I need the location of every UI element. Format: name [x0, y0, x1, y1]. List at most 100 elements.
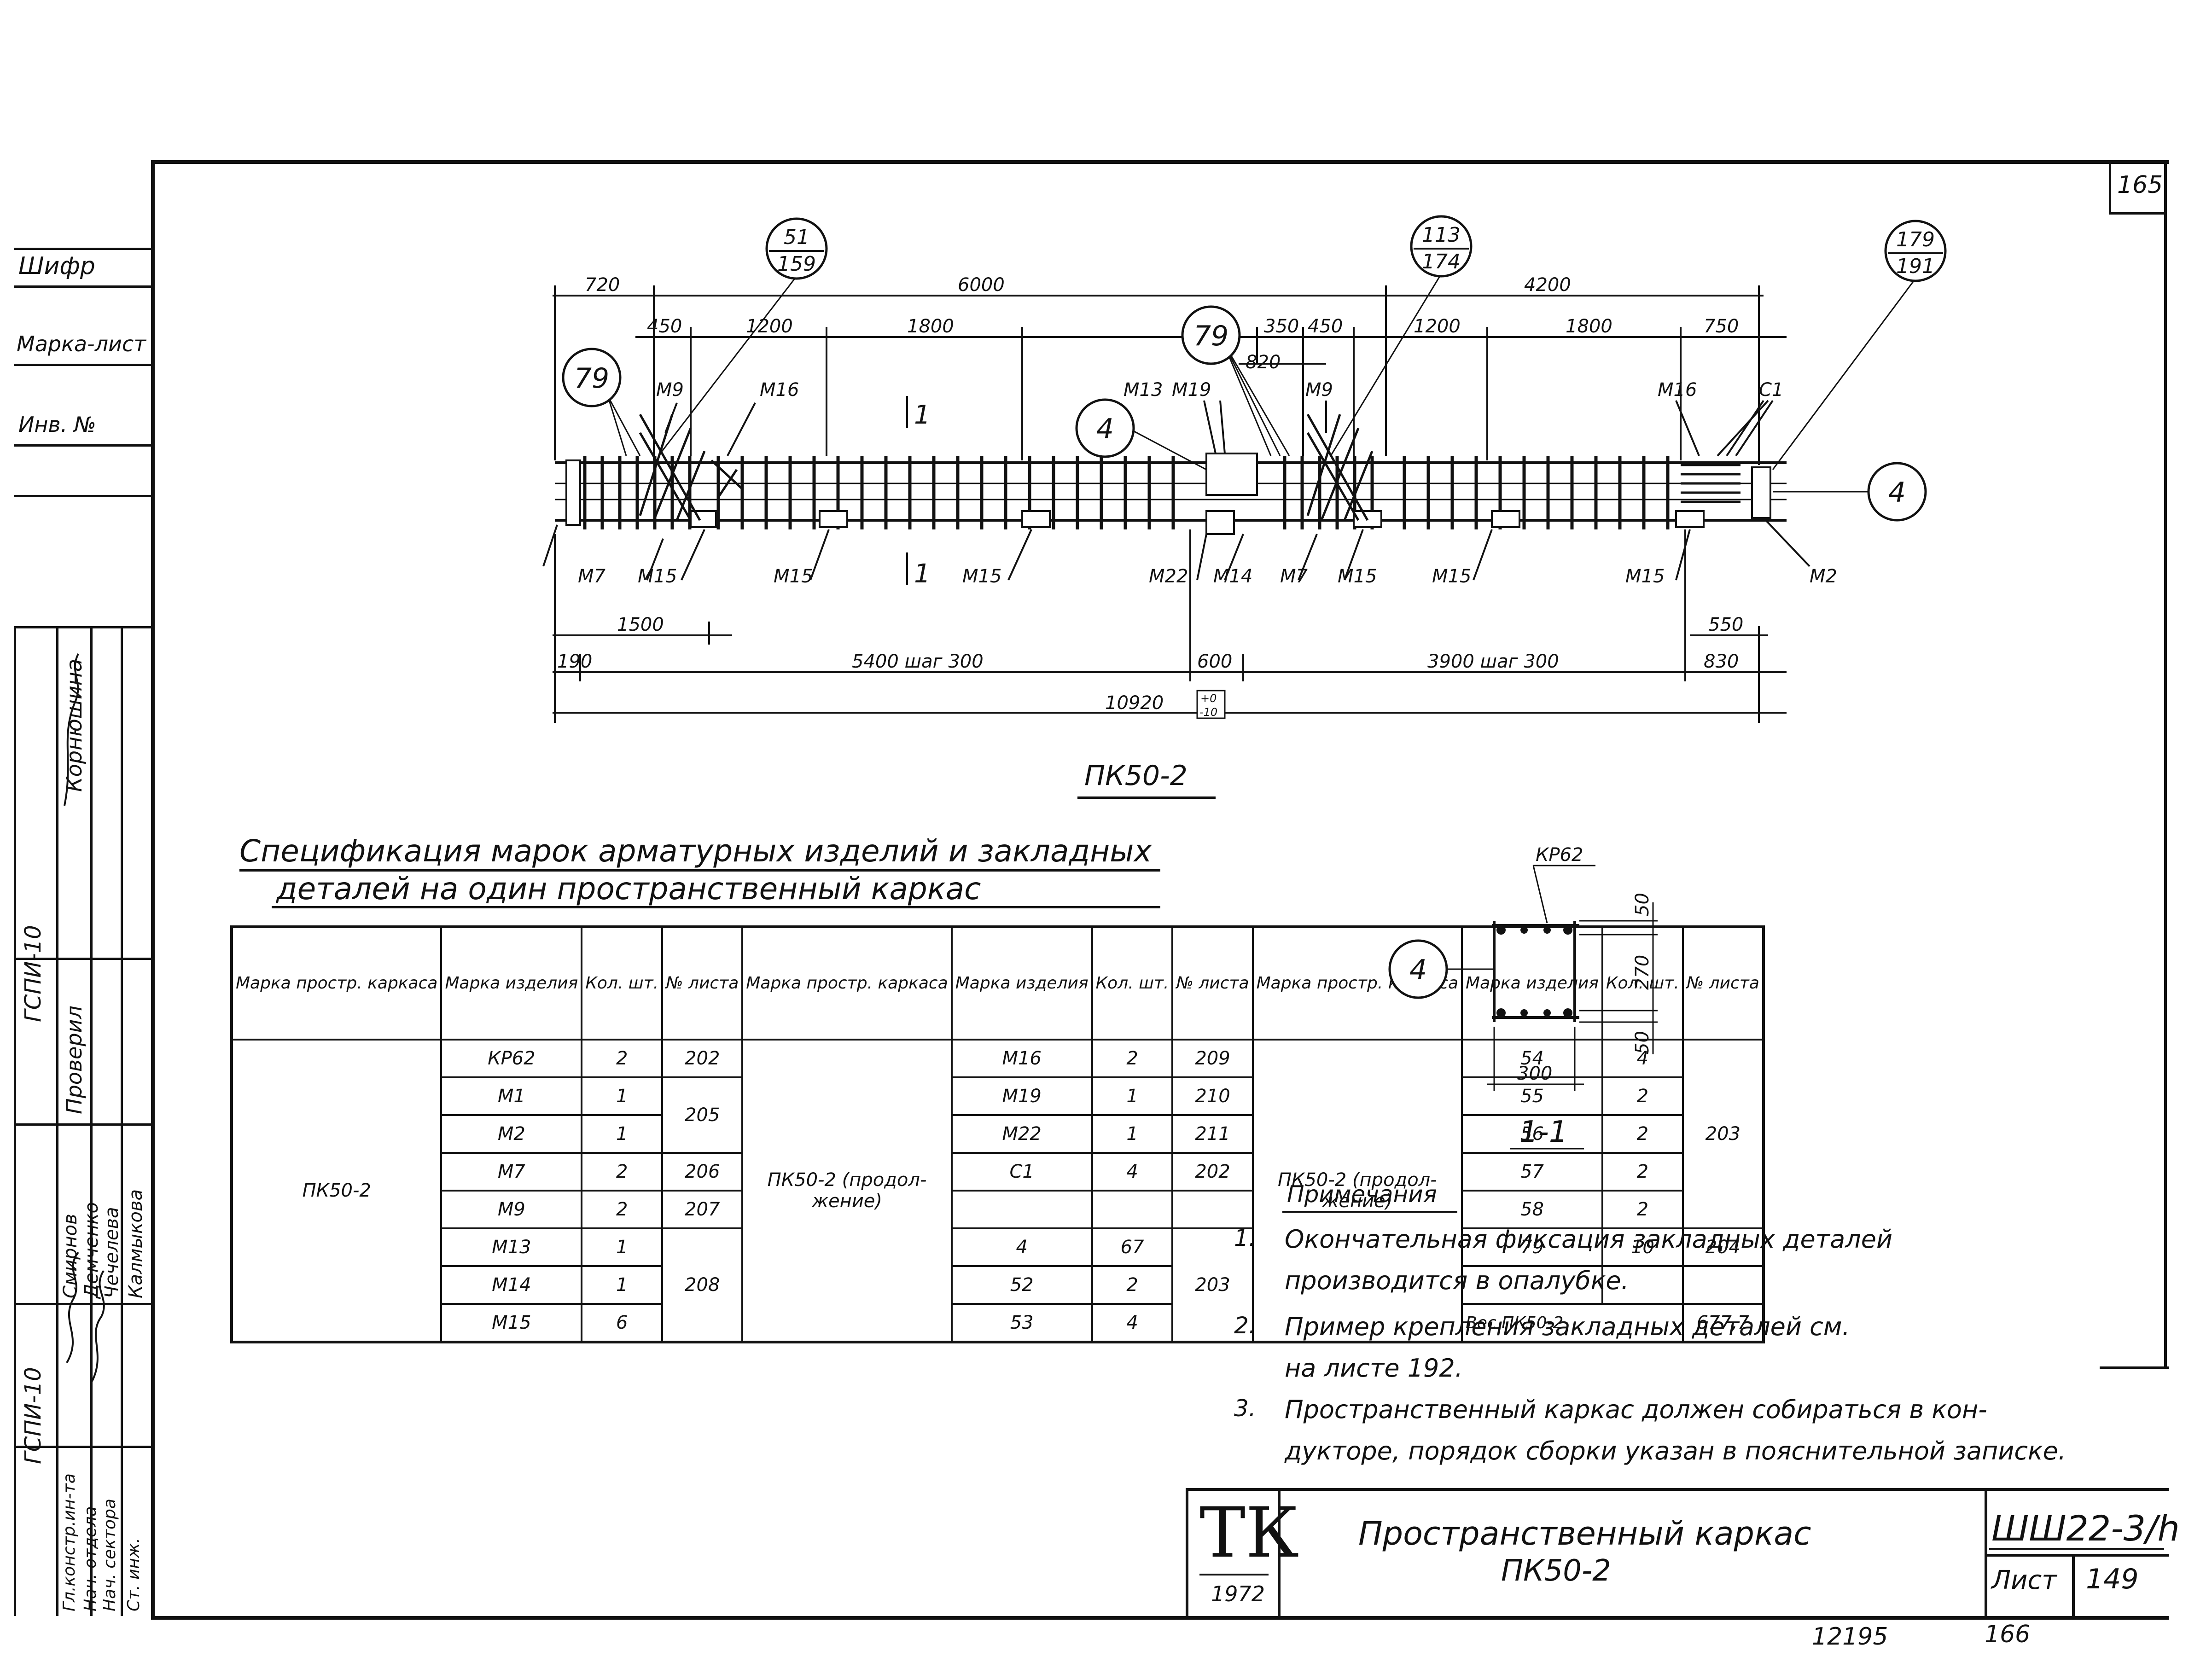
notes-heading: Примечания: [1287, 1181, 1437, 1208]
header-qty: Кол. шт.: [581, 926, 664, 1041]
tolerance-minus: -10: [1199, 706, 1217, 719]
callout-159: 159: [777, 252, 816, 276]
cell: 52: [950, 1265, 1093, 1305]
dim-10920: 10920: [1105, 692, 1164, 714]
section-label-kr62: КР62: [1536, 844, 1583, 866]
section-callout-4: 4: [1409, 954, 1427, 986]
title-block-divider: [1278, 1488, 1281, 1620]
cell: М9: [440, 1190, 583, 1229]
cipher-label: Шифр: [18, 252, 95, 280]
dim-820: 820: [1246, 352, 1281, 373]
table-row: М7 2 206 С1 4 202 57 2: [232, 1152, 1764, 1192]
dim-1500: 1500: [617, 614, 664, 635]
table-row: М14 1 52 2: [232, 1265, 1764, 1305]
cell: 1: [581, 1265, 664, 1305]
cell: 2: [1601, 1190, 1684, 1229]
dim-720: 720: [585, 274, 620, 296]
title-block-year: 1972: [1211, 1581, 1265, 1606]
dim-1800a: 1800: [907, 316, 954, 337]
cell: М1: [440, 1076, 583, 1116]
stamp-row: [14, 958, 152, 960]
cell: 209: [1171, 1039, 1254, 1078]
title-block-name-line2: ПК50-2: [1501, 1554, 1611, 1588]
drawing-title-underline: [1077, 796, 1216, 799]
dim-750: 750: [1704, 316, 1739, 337]
title-block-left: [1186, 1488, 1188, 1620]
section-mark-bottom: 1: [914, 559, 931, 589]
table-row: М2 1 М22 1 211 56 2: [232, 1114, 1764, 1154]
cell: 2: [581, 1039, 664, 1078]
cell: 1: [581, 1114, 664, 1154]
label-m15-f: М15: [1625, 566, 1665, 587]
cell: 6: [581, 1303, 664, 1343]
note-2-num: 2.: [1234, 1312, 1256, 1339]
cell: 58: [1461, 1190, 1603, 1229]
label-m15-d: М15: [1338, 566, 1377, 587]
table-row: ПК50-2 КР62 2 202 ПК50-2 (продол- жение)…: [230, 1039, 1764, 1343]
frame-cell: ПК50-2: [230, 1039, 442, 1343]
signature-scribbles: [64, 653, 105, 1382]
corner-number: 165: [2117, 171, 2163, 199]
table-row: М9 2 207 58 2: [232, 1190, 1764, 1229]
cell: 2: [1601, 1076, 1684, 1116]
cell: [1601, 1265, 1684, 1305]
dim-1800b: 1800: [1566, 316, 1612, 337]
note-3-num: 3.: [1234, 1395, 1256, 1422]
cell: 4: [1091, 1152, 1174, 1192]
stamp-line: [14, 248, 152, 250]
cell: М22: [950, 1114, 1093, 1154]
frame-elevation-drawing: 51 159 113 174 179 191 79 79 4 4 720 600…: [542, 215, 1947, 723]
title-block-top: [1186, 1488, 2169, 1491]
weight-value: 677,7: [1682, 1303, 1764, 1343]
title-block-code-underline: [1989, 1548, 2164, 1550]
callout-191: 191: [1896, 255, 1935, 278]
cell: 10: [1601, 1227, 1684, 1267]
stamp-row: [14, 1123, 152, 1126]
stamp-role: Нач. отдела: [81, 1506, 100, 1611]
label-m2: М2: [1810, 566, 1837, 587]
label-m22: М22: [1149, 566, 1188, 587]
corner-number-box: [2109, 164, 2166, 215]
frame-right-tick: [2100, 1366, 2169, 1369]
dim-450b: 450: [1308, 316, 1343, 337]
callout-174: 174: [1422, 250, 1461, 273]
callout-179: 179: [1896, 228, 1935, 251]
stamp-col: [56, 626, 58, 1616]
title-block-code: ШШ22-3/h: [1991, 1508, 2180, 1549]
cell-merged-205: 205: [661, 1076, 744, 1154]
cell: 67: [1091, 1227, 1174, 1267]
label-m16-left: М16: [760, 379, 799, 401]
mark-sheet-label: Марка-лист: [17, 331, 146, 356]
stamp-org2: ГСПИ-10: [20, 1367, 46, 1464]
title-block-col: [2072, 1554, 2075, 1620]
section-dim-270: 270: [1632, 955, 1653, 990]
label-m14: М14: [1213, 566, 1252, 587]
cell: М15: [440, 1303, 583, 1343]
label-m15-a: М15: [638, 566, 677, 587]
spec-title-underline: [272, 906, 1160, 908]
header-frame: Марка простр. каркаса: [741, 926, 953, 1041]
stamp-col: [121, 626, 123, 1616]
label-m7-right: М7: [1280, 566, 1308, 587]
note-1-line1: Окончательная фиксация закладных деталей: [1285, 1225, 1893, 1254]
callout-79-left: 79: [574, 362, 609, 395]
cell: 1: [581, 1227, 664, 1267]
section-title: 1-1: [1519, 1115, 1568, 1149]
frame-cell: ПК50-2 (продол- жение): [741, 1039, 953, 1343]
cell: 207: [661, 1190, 744, 1229]
cell: 4: [1601, 1039, 1684, 1078]
dim-6000: 6000: [958, 274, 1005, 296]
cell: М14: [440, 1265, 583, 1305]
cell: 55: [1461, 1076, 1603, 1116]
note-3-line1: Пространственный каркас должен собиратьс…: [1285, 1395, 1987, 1424]
stamp-row: [14, 1303, 152, 1305]
dim-1200b: 1200: [1414, 316, 1461, 337]
cell-merged-203: 203: [1171, 1227, 1254, 1343]
stamp-role: Нач. сектора: [100, 1499, 119, 1611]
cell-merged-203: 203: [1682, 1039, 1764, 1229]
stamp-col: [90, 626, 93, 1616]
stamp-line: [14, 285, 152, 288]
cell: 206: [661, 1152, 744, 1192]
cell: 2: [581, 1190, 664, 1229]
label-m7-left: М7: [578, 566, 606, 587]
